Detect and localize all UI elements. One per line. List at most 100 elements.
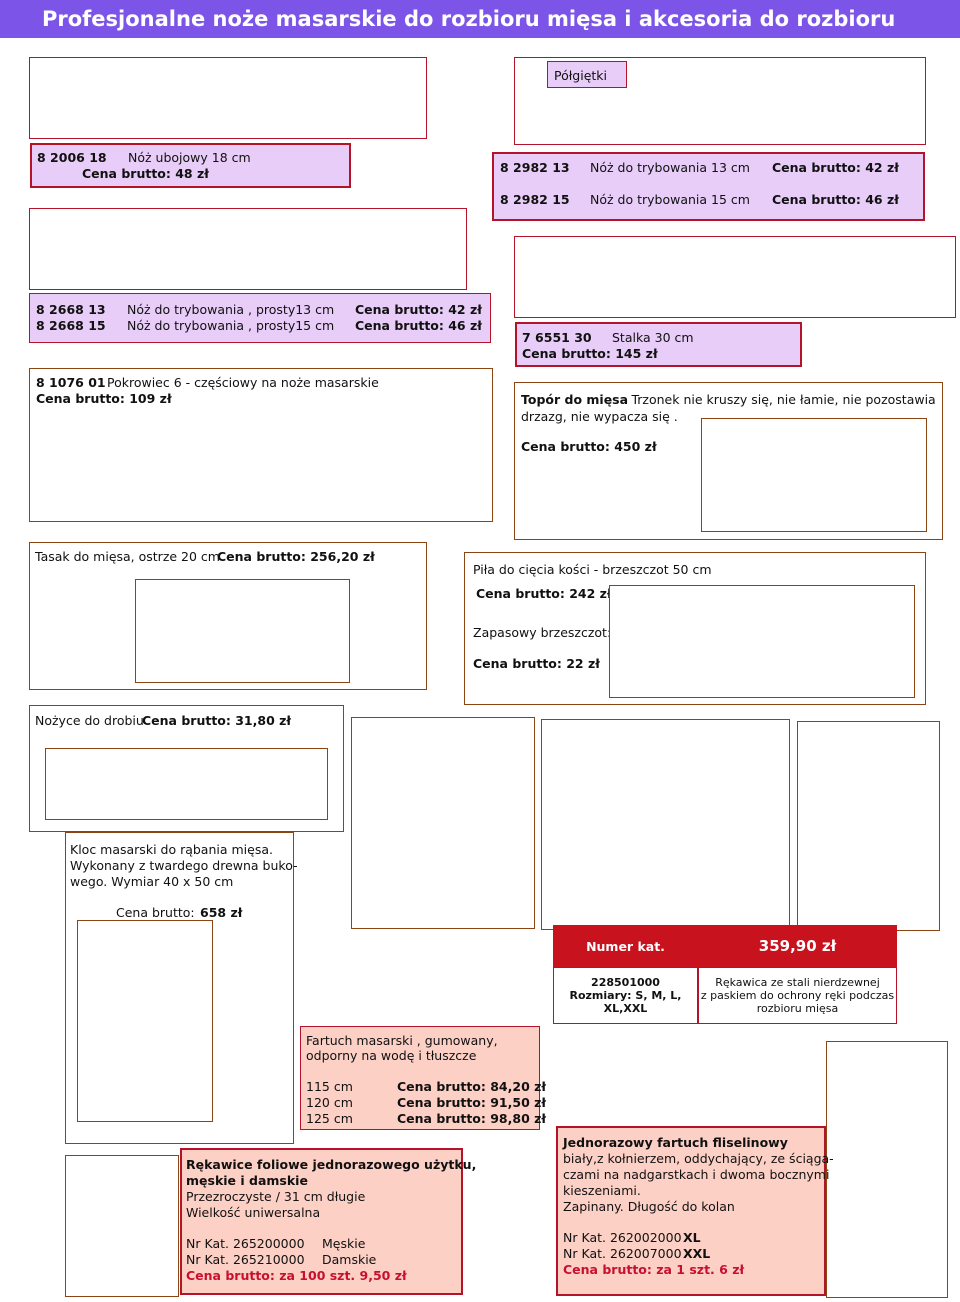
product-code: 8 1076 01 xyxy=(36,375,106,390)
product-desc: - Trzonek nie kruszy się, nie łamie, nie… xyxy=(623,392,936,407)
polgietki-label: Półgiętki xyxy=(547,61,627,88)
product-desc: Przezroczyste / 31 cm długie xyxy=(186,1189,366,1204)
product-price: Cena brutto: 46 zł xyxy=(355,318,482,333)
product-price: Cena brutto: 109 zł xyxy=(36,391,172,406)
product-kloc: Kloc masarski do rąbania mięsa. Wykonany… xyxy=(65,832,298,1144)
product-desc: Fartuch masarski , gumowany, xyxy=(306,1033,498,1048)
product-noz-ubojowy: 8 2006 18 Nóż ubojowy 18 cm Cena brutto:… xyxy=(30,143,351,188)
product-noze-trybowania: 8 2982 13 Nóż do trybowania 13 cm Cena b… xyxy=(492,152,925,221)
product-price: Cena brutto: 242 zł xyxy=(476,586,612,601)
product-nozyce: Nożyce do drobiu Cena brutto: 31,80 zł xyxy=(29,705,344,832)
fartuch-size: 115 cm xyxy=(306,1079,353,1094)
rekawica-header-label: Numer kat. xyxy=(553,925,698,967)
product-name: Tasak do mięsa, ostrze 20 cm xyxy=(35,549,220,564)
product-topor: Topór do mięsa - Trzonek nie kruszy się,… xyxy=(514,382,943,540)
fartuch-price: Cena brutto: 98,80 zł xyxy=(397,1111,547,1126)
product-price: Cena brutto: 450 zł xyxy=(521,439,657,454)
product-desc: Wykonany z twardego drewna buko- xyxy=(70,858,298,873)
product-price: Cena brutto: 256,20 zł xyxy=(217,549,375,564)
catalog-number: Nr Kat. 265200000 xyxy=(186,1236,305,1251)
product-name: Topór do mięsa xyxy=(521,392,629,407)
product-title: męskie i damskie xyxy=(186,1173,308,1188)
product-desc: Wielkość uniwersalna xyxy=(186,1205,321,1220)
product-desc: kieszeniami. xyxy=(563,1183,641,1198)
product-image-kloc-2 xyxy=(77,920,213,1122)
product-price-value: 658 zł xyxy=(200,905,243,920)
rekawica-desc: rozbioru mięsa xyxy=(756,1002,839,1015)
rekawica-desc-cell: Rękawica ze stali nierdzewnej z paskiem … xyxy=(698,967,897,1024)
product-name: Nóż do trybowania 15 cm xyxy=(590,192,750,207)
product-image-noz-ubojowy xyxy=(29,57,427,139)
rekawica-sizes: Rozmiary: S, M, L, xyxy=(569,989,682,1002)
fartuch-price: Cena brutto: 84,20 zł xyxy=(397,1079,547,1094)
product-desc: drzazg, nie wypacza się . xyxy=(521,409,678,424)
product-rekawice-foliowe: Rękawice foliowe jednorazowego użytku, m… xyxy=(180,1148,476,1295)
product-desc: odporny na wodę i tłuszcze xyxy=(306,1048,477,1063)
product-desc: Zapinany. Długość do kolan xyxy=(563,1199,735,1214)
product-image-topor xyxy=(701,418,927,532)
product-price: Cena brutto: za 1 szt. 6 zł xyxy=(563,1262,745,1277)
product-name: Nóż do trybowania 13 cm xyxy=(590,160,750,175)
product-name: Nóż do trybowania , prosty15 cm xyxy=(127,318,335,333)
product-image-tasak xyxy=(135,579,350,683)
product-spare: Zapasowy brzeszczot: xyxy=(473,625,612,640)
variant: Męskie xyxy=(322,1236,366,1251)
product-desc: czami na nadgarstkach i dwoma bocznymi xyxy=(563,1167,830,1182)
product-image-fartuch-flizelinowy xyxy=(826,1041,948,1298)
variant: Damskie xyxy=(322,1252,377,1267)
product-title: Rękawice foliowe jednorazowego użytku, xyxy=(186,1157,477,1172)
rekawica-header-label-text: Numer kat. xyxy=(586,938,665,954)
rekawica-price: 359,90 zł xyxy=(758,937,837,955)
product-code: 8 2982 13 xyxy=(500,160,570,175)
product-name: Nóż do trybowania , prosty13 cm xyxy=(127,302,335,317)
product-image-rekawica-2 xyxy=(797,721,940,931)
catalog-number: Nr Kat. 262007000 xyxy=(563,1246,682,1261)
product-fartuch-flizelinowy: Jednorazowy fartuch fliselinowy biały,z … xyxy=(556,1126,834,1296)
product-title: Jednorazowy fartuch fliselinowy xyxy=(563,1135,788,1150)
product-desc: Kloc masarski do rąbania mięsa. xyxy=(70,842,273,857)
product-tasak: Tasak do mięsa, ostrze 20 cm Cena brutto… xyxy=(29,542,427,690)
product-price: Cena brutto: 42 zł xyxy=(772,160,899,175)
variant-size: XXL xyxy=(683,1246,711,1261)
rekawica-header-price: 359,90 zł xyxy=(698,925,897,967)
polgietki-text: Półgiętki xyxy=(554,68,608,83)
product-code: 8 2668 15 xyxy=(36,318,106,333)
product-stalka: 7 6551 30 Stalka 30 cm Cena brutto: 145 … xyxy=(515,322,802,367)
product-price: Cena brutto: 42 zł xyxy=(355,302,482,317)
product-fartuch: Fartuch masarski , gumowany, odporny na … xyxy=(300,1026,546,1130)
product-desc: wego. Wymiar 40 x 50 cm xyxy=(70,874,234,889)
fartuch-price: Cena brutto: 91,50 zł xyxy=(397,1095,547,1110)
product-image-noze-proste xyxy=(29,208,467,290)
product-pila: Piła do cięcia kości - brzeszczot 50 cm … xyxy=(464,552,926,705)
product-code: 8 2668 13 xyxy=(36,302,106,317)
rekawica-code-cell: 228501000 Rozmiary: S, M, L, XL,XXL xyxy=(553,967,698,1024)
fartuch-size: 125 cm xyxy=(306,1111,353,1126)
page-title: Profesjonalne noże masarskie do rozbioru… xyxy=(0,0,960,69)
fartuch-size: 120 cm xyxy=(306,1095,353,1110)
product-name: Nóż ubojowy 18 cm xyxy=(128,150,251,165)
product-pokrowiec: 8 1076 01 Pokrowiec 6 - częściowy na noż… xyxy=(29,368,493,522)
catalog-number: Nr Kat. 265210000 xyxy=(186,1252,305,1267)
catalog-number: Nr Kat. 262002000 xyxy=(563,1230,682,1245)
product-price: Cena brutto: 48 zł xyxy=(82,166,209,181)
product-spare-price: Cena brutto: 22 zł xyxy=(473,656,600,671)
rekawica-sizes: XL,XXL xyxy=(603,1002,648,1015)
product-image-kloc xyxy=(351,717,535,929)
product-image-stalka xyxy=(514,236,956,318)
product-name: Pokrowiec 6 - częściowy na noże masarski… xyxy=(107,375,379,390)
product-price: Cena brutto: 31,80 zł xyxy=(142,713,292,728)
product-desc: biały,z kołnierzem, oddychający, ze ścią… xyxy=(563,1151,834,1166)
variant-size: XL xyxy=(683,1230,701,1245)
product-image-rekawica-1 xyxy=(541,719,790,930)
rekawica-desc: z paskiem do ochrony ręki podczas xyxy=(700,989,895,1002)
product-price-label: Cena brutto: xyxy=(116,905,195,920)
product-noze-proste: 8 2668 13 Nóż do trybowania , prosty13 c… xyxy=(29,293,491,343)
product-price: Cena brutto: za 100 szt. 9,50 zł xyxy=(186,1268,407,1283)
product-name: Nożyce do drobiu xyxy=(35,713,144,728)
product-price: Cena brutto: 145 zł xyxy=(522,346,658,361)
product-code: 8 2982 15 xyxy=(500,192,570,207)
product-price: Cena brutto: 46 zł xyxy=(772,192,899,207)
product-code: 7 6551 30 xyxy=(522,330,592,345)
product-name: Stalka 30 cm xyxy=(612,330,694,345)
product-name: Piła do cięcia kości - brzeszczot 50 cm xyxy=(473,562,712,577)
